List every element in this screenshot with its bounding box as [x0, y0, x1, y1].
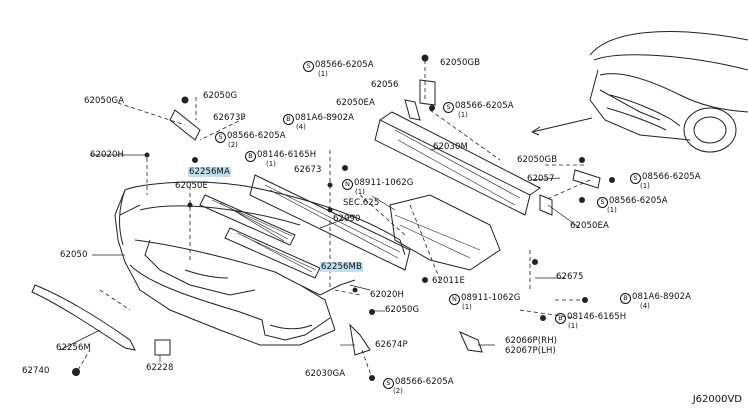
callout-62674P: 62674P [375, 340, 408, 350]
screw-s-icon: S [630, 173, 641, 184]
car-silhouette [589, 31, 748, 153]
callout-62030M: 62030M [433, 142, 468, 152]
qty-08566-bottom: (2) [393, 387, 403, 395]
callout-SEC625: SEC.625 [343, 198, 380, 208]
qty-08566-left: (2) [228, 141, 238, 149]
callout-62020H-left: 62020H [90, 150, 125, 160]
callout-62673P: 62673P [213, 113, 246, 123]
screw-s-icon: S [215, 132, 226, 143]
qty-08146-a: (1) [266, 160, 276, 168]
callout-62256MA: 62256MA [188, 167, 231, 177]
callout-62050EA-top: 62050EA [336, 98, 375, 108]
bolt-b-icon: B [283, 114, 294, 125]
qty-08146-b: (1) [568, 322, 578, 330]
callout-62067P: 62067P(LH) [505, 346, 556, 356]
callout-62050G-top: 62050G [203, 91, 238, 101]
callout-62050E: 62050E [175, 181, 209, 191]
callout-62050GB-top: 62050GB [440, 58, 481, 68]
qty-08566-right-1: (1) [640, 182, 650, 190]
bolt-b-icon: B [555, 313, 566, 324]
bolt-b-icon: B [245, 151, 256, 162]
bumper-armature [374, 111, 541, 271]
callout-62050GB-right: 62050GB [517, 155, 558, 165]
callout-62030GA: 62030GA [305, 369, 346, 379]
callout-62050GA-top: 62050GA [84, 96, 125, 106]
callout-62673: 62673 [294, 165, 322, 175]
callout-62066P: 62066P(RH) [505, 336, 558, 346]
callout-62256M: 62256M [56, 343, 91, 353]
callout-62050G-mid: 62050G [385, 305, 420, 315]
diagram-reference-code: J62000VD [692, 394, 742, 405]
screw-s-icon: S [383, 378, 394, 389]
nut-n-icon: N [342, 179, 353, 190]
callout-62228: 62228 [146, 363, 174, 373]
callout-62056: 62056 [371, 80, 399, 90]
callout-62050: 62050 [60, 250, 88, 260]
callout-62090: 62090 [333, 214, 361, 224]
qty-08911-a: (1) [355, 188, 365, 196]
nut-n-icon: N [449, 294, 460, 305]
qty-081A6-right: (4) [640, 302, 650, 310]
qty-08911-b: (1) [462, 303, 472, 311]
callout-62050EA-right: 62050EA [570, 221, 609, 231]
screw-s-icon: S [303, 61, 314, 72]
callout-62740: 62740 [22, 366, 50, 376]
callout-62011E: 62011E [432, 276, 466, 286]
callout-62020H-mid: 62020H [370, 290, 405, 300]
qty-08566-right-2: (1) [607, 206, 617, 214]
bolt-b-icon: B [620, 293, 631, 304]
screw-s-icon: S [443, 102, 454, 113]
callout-62675: 62675 [556, 272, 584, 282]
qty-08566-top-left: (1) [318, 70, 328, 78]
qty-081A6-left: (4) [296, 123, 306, 131]
callout-62256MB: 62256MB [320, 262, 363, 272]
callout-62057: 62057 [527, 174, 555, 184]
screw-s-icon: S [597, 197, 608, 208]
qty-08566-top-right: (1) [458, 111, 468, 119]
bumper-fascia [114, 181, 406, 346]
